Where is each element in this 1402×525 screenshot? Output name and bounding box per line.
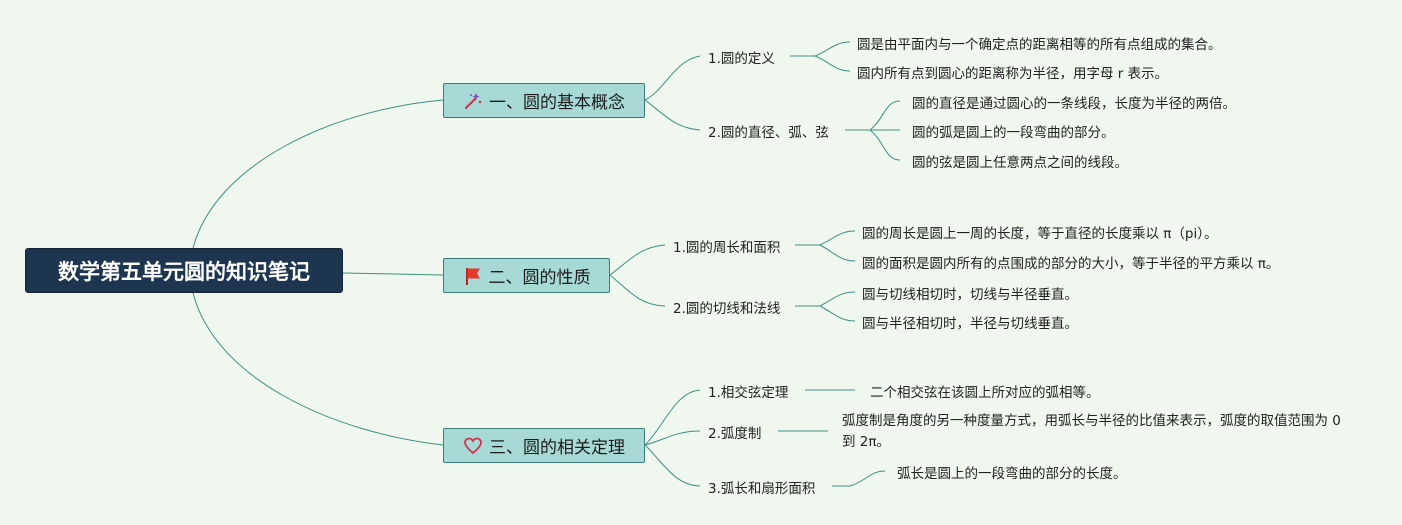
connector-b1-sub2 bbox=[644, 99, 701, 131]
leaf-text: 圆内所有点到圆心的距离称为半径，用字母 r 表示。 bbox=[857, 66, 1169, 82]
leaf-text: 二个相交弦在该圆上所对应的弧相等。 bbox=[870, 385, 1100, 401]
sub-intersecting-chords[interactable]: 1.相交弦定理 bbox=[708, 385, 789, 401]
connector-b3-sub3 bbox=[644, 444, 701, 487]
connector-b3-sub2 bbox=[644, 430, 701, 446]
heart-icon bbox=[463, 436, 483, 456]
sub-circumference-area[interactable]: 1.圆的周长和面积 bbox=[673, 240, 781, 256]
connector-root-branch-2 bbox=[342, 272, 444, 276]
leaf-text: 圆是由平面内与一个确定点的距离相等的所有点组成的集合。 bbox=[857, 37, 1222, 53]
connector-b3-sub1 bbox=[644, 389, 701, 446]
connector-b2-sub1 bbox=[609, 244, 666, 276]
connector-root-branch-3 bbox=[192, 292, 444, 446]
connector-b1s1-leaf1 bbox=[790, 41, 851, 57]
branch-label: 三、圆的相关定理 bbox=[489, 438, 625, 458]
branch-label: 二、圆的性质 bbox=[488, 268, 591, 288]
root-node[interactable]: 数学第五单元圆的知识笔记 bbox=[25, 248, 343, 293]
connector-b3s3-leaf1 bbox=[832, 470, 886, 487]
branch-basic-concepts[interactable]: 一、圆的基本概念 bbox=[443, 83, 645, 118]
sub-tangent-normal[interactable]: 2.圆的切线和法线 bbox=[673, 301, 781, 317]
connector-b2s2-leaf1 bbox=[795, 291, 856, 307]
red-flag-icon bbox=[463, 266, 483, 286]
connector-b1s2-leaf1 bbox=[845, 100, 901, 131]
leaf-text: 弧长是圆上的一段弯曲的部分的长度。 bbox=[897, 466, 1127, 482]
leaf-text: 圆的周长是圆上一周的长度，等于直径的长度乘以 π（pi）。 bbox=[862, 226, 1218, 242]
connector-b2s1-leaf1 bbox=[795, 230, 856, 246]
connector-b1-sub1 bbox=[644, 55, 701, 101]
connector-b2-sub2 bbox=[609, 274, 666, 307]
branch-related-theorems[interactable]: 三、圆的相关定理 bbox=[443, 428, 645, 463]
leaf-text: 弧度制是角度的另一种度量方式，用弧长与半径的比值来表示，弧度的取值范围为 0 到… bbox=[842, 413, 1341, 450]
leaf-text: 圆与半径相切时，半径与切线垂直。 bbox=[862, 316, 1078, 332]
sub-definition[interactable]: 1.圆的定义 bbox=[708, 51, 775, 67]
connector-root-branch-1 bbox=[192, 99, 444, 249]
magic-wand-icon bbox=[463, 91, 483, 111]
leaf-text: 圆的弦是圆上任意两点之间的线段。 bbox=[912, 155, 1128, 171]
leaf-text: 圆的弧是圆上的一段弯曲的部分。 bbox=[912, 125, 1115, 141]
leaf-text: 圆的直径是通过圆心的一条线段，长度为半径的两倍。 bbox=[912, 96, 1236, 112]
root-title: 数学第五单元圆的知识笔记 bbox=[58, 259, 310, 284]
sub-diameter-arc-chord[interactable]: 2.圆的直径、弧、弦 bbox=[708, 125, 829, 141]
branch-properties[interactable]: 二、圆的性质 bbox=[443, 258, 610, 293]
sub-radian[interactable]: 2.弧度制 bbox=[708, 426, 762, 442]
connector-b1s2-leaf3 bbox=[869, 129, 901, 161]
connector-b2s2-leaf2 bbox=[819, 305, 856, 322]
connector-b1s1-leaf2 bbox=[814, 55, 851, 72]
leaf-text: 圆与切线相切时，切线与半径垂直。 bbox=[862, 287, 1078, 303]
connector-b2s1-leaf2 bbox=[819, 244, 856, 262]
leaf-text: 圆的面积是圆内所有的点围成的部分的大小，等于半径的平方乘以 π。 bbox=[862, 256, 1280, 272]
sub-arc-length-sector[interactable]: 3.弧长和扇形面积 bbox=[708, 481, 816, 497]
branch-label: 一、圆的基本概念 bbox=[489, 93, 625, 113]
